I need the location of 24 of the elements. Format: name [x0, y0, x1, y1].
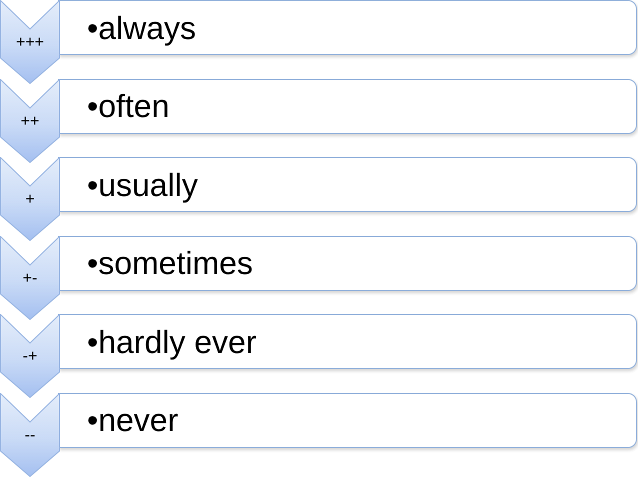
rating-symbol: +-	[22, 270, 38, 288]
list-box	[58, 157, 637, 212]
frequency-word: •hardly ever	[87, 324, 256, 360]
list-box	[58, 314, 637, 369]
rating-symbol: +++	[16, 34, 44, 52]
chevron-shape	[0, 157, 60, 241]
list-box	[58, 236, 637, 290]
frequency-word: •sometimes	[87, 245, 253, 281]
list-box	[58, 78, 637, 134]
chevron-shape	[0, 392, 60, 476]
list-box	[58, 0, 637, 55]
rating-symbol: --	[24, 426, 36, 444]
chevron-shape	[0, 314, 60, 398]
list-box	[58, 392, 637, 448]
rating-symbol: +	[25, 191, 35, 209]
rating-symbol: -+	[22, 348, 38, 366]
frequency-word: •usually	[87, 166, 198, 202]
frequency-word: •always	[87, 10, 196, 46]
chevron-shape	[0, 236, 60, 320]
chevron-shape	[0, 0, 60, 84]
rating-symbol: ++	[20, 112, 40, 130]
frequency-word: •often	[87, 88, 170, 124]
frequency-word: •never	[87, 402, 178, 438]
chevron-shape	[0, 78, 60, 162]
